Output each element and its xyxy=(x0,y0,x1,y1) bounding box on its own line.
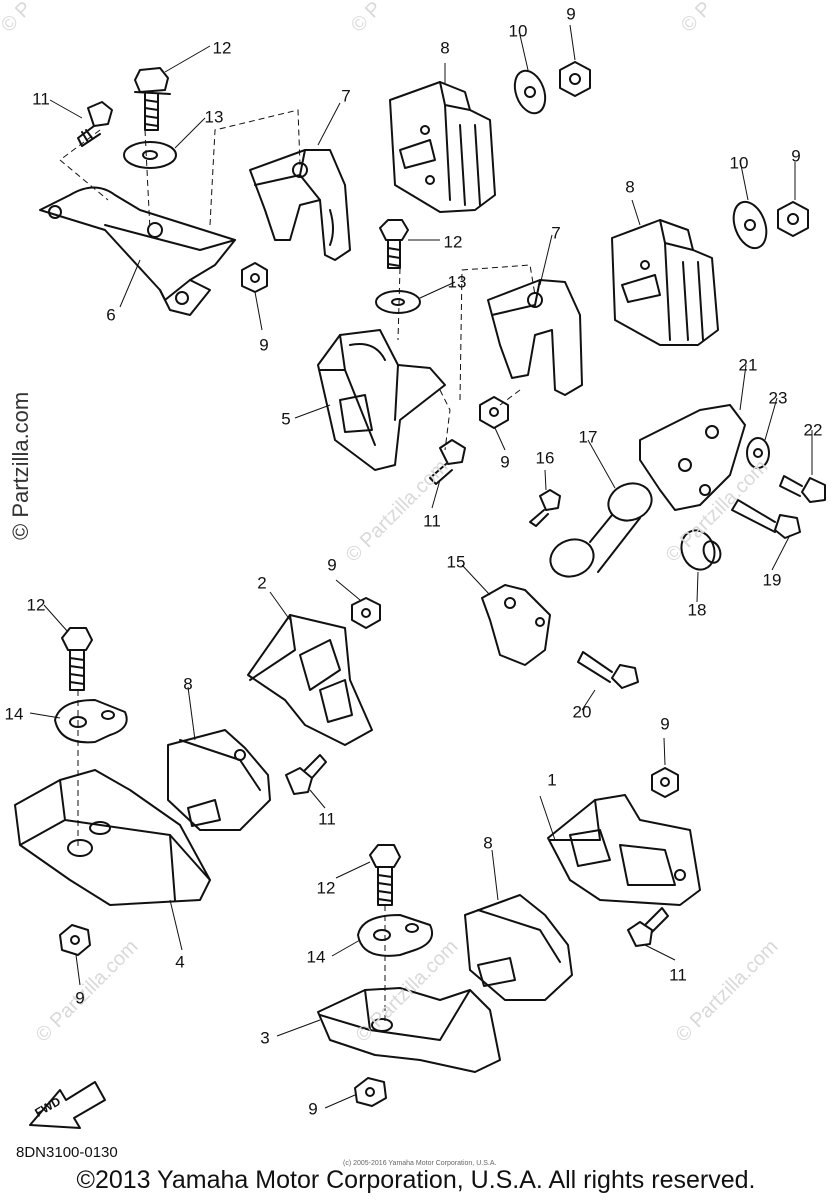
callout-14-left[interactable]: 14 xyxy=(4,704,24,724)
callout-9-left[interactable]: 9 xyxy=(259,335,269,355)
fine-print: (c) 2005-2016 Yamaha Motor Corporation, … xyxy=(343,1160,497,1167)
bracket-7-mid xyxy=(487,279,583,396)
callout-2[interactable]: 2 xyxy=(257,573,267,593)
bolt-22 xyxy=(779,475,826,503)
callout-8-top[interactable]: 8 xyxy=(440,38,450,58)
bracket-15 xyxy=(481,584,551,666)
bracket-1 xyxy=(547,794,701,906)
plate-21 xyxy=(639,404,746,511)
bolt-12-mid xyxy=(379,219,409,269)
copyright-notice: ©2013 Yamaha Motor Corporation, U.S.A. A… xyxy=(76,1166,756,1194)
callout-11-center[interactable]: 11 xyxy=(423,511,441,531)
washer-10-mid xyxy=(732,200,768,250)
callout-9-top[interactable]: 9 xyxy=(566,4,576,24)
callout-8-lower-left[interactable]: 8 xyxy=(183,674,193,694)
callout-12-top[interactable]: 12 xyxy=(212,38,232,58)
mount-8-mid xyxy=(611,219,719,346)
bolt-12-lower-right xyxy=(369,844,401,906)
mount-8-lower-right xyxy=(464,894,573,1001)
leader-lines xyxy=(29,24,813,1109)
callout-3[interactable]: 3 xyxy=(260,1028,270,1048)
bracket-5 xyxy=(317,329,446,471)
callout-12-mid[interactable]: 12 xyxy=(443,232,463,252)
callout-9-lower-right[interactable]: 9 xyxy=(660,714,670,734)
plate-14-left xyxy=(54,699,128,744)
bolt-11-lower xyxy=(285,754,327,795)
callout-1[interactable]: 1 xyxy=(547,770,557,790)
nut-9-lower xyxy=(351,597,381,629)
side-watermark: © Partzilla.com xyxy=(8,391,33,540)
bracket-2 xyxy=(247,614,373,746)
callout-17[interactable]: 17 xyxy=(578,427,598,447)
nut-9-top xyxy=(559,61,591,97)
callout-18[interactable]: 18 xyxy=(687,600,707,620)
nut-9-mid xyxy=(777,201,809,237)
nut-9-center xyxy=(479,396,509,429)
callout-9-bottom[interactable]: 9 xyxy=(308,1099,318,1119)
callout-11-top[interactable]: 11 xyxy=(32,89,50,109)
callout-8-mid[interactable]: 8 xyxy=(625,177,635,197)
callout-13-mid[interactable]: 13 xyxy=(447,272,467,292)
nut-9-bottom xyxy=(354,1077,387,1107)
callout-6[interactable]: 6 xyxy=(106,305,116,325)
bolt-16 xyxy=(529,489,561,527)
bolt-20 xyxy=(577,651,639,689)
washer-10-top xyxy=(513,69,547,115)
callout-7-top[interactable]: 7 xyxy=(341,86,351,106)
plate-14-lower-right xyxy=(357,914,434,957)
nut-9-left xyxy=(241,262,268,293)
callout-7-mid[interactable]: 7 xyxy=(551,223,561,243)
callout-15[interactable]: 15 xyxy=(446,552,466,572)
fwd-arrow-icon xyxy=(29,1081,106,1129)
callout-10-top[interactable]: 10 xyxy=(508,21,528,41)
washer-13-top xyxy=(123,141,177,169)
nut-9-lower-left xyxy=(59,924,91,956)
mount-8-top xyxy=(389,81,496,213)
callout-12-left[interactable]: 12 xyxy=(26,595,46,615)
bolt-12-left xyxy=(61,627,93,691)
diagram-code: 8DN3100-0130 xyxy=(16,1144,118,1161)
callout-20[interactable]: 20 xyxy=(572,702,592,722)
callout-11-lower-right[interactable]: 11 xyxy=(669,965,687,985)
bolt-11-lower-right xyxy=(627,907,669,947)
bolt-12-top xyxy=(134,67,171,131)
callout-9-lower[interactable]: 9 xyxy=(327,555,337,575)
bracket-3 xyxy=(317,987,501,1073)
link-17 xyxy=(549,482,653,578)
callout-4[interactable]: 4 xyxy=(175,952,185,972)
callout-11-lower[interactable]: 11 xyxy=(318,809,336,829)
callout-23[interactable]: 23 xyxy=(768,388,788,408)
callout-13-top[interactable]: 13 xyxy=(204,107,224,127)
callout-9-center[interactable]: 9 xyxy=(500,452,510,472)
nut-9-lower-right xyxy=(651,767,679,798)
callout-10-mid[interactable]: 10 xyxy=(729,153,749,173)
callout-19[interactable]: 19 xyxy=(762,570,782,590)
callout-22[interactable]: 22 xyxy=(803,420,823,440)
bracket-6 xyxy=(39,186,236,316)
bracket-4 xyxy=(14,769,211,906)
bolt-11-top xyxy=(77,101,113,147)
washer-13-mid xyxy=(375,290,421,314)
callout-8-lower-right[interactable]: 8 xyxy=(483,833,493,853)
callout-9-mid[interactable]: 9 xyxy=(791,146,801,166)
bolt-11-center xyxy=(429,439,466,485)
callout-21[interactable]: 21 xyxy=(738,355,758,375)
bolt-19 xyxy=(731,499,801,539)
callout-12-lower-right[interactable]: 12 xyxy=(316,878,336,898)
mount-8-lower-left xyxy=(167,729,271,831)
bushing-18 xyxy=(680,529,722,571)
assembly-lines xyxy=(59,109,536,1025)
washer-23 xyxy=(746,437,770,469)
callout-5[interactable]: 5 xyxy=(281,409,291,429)
callout-14-lower-right[interactable]: 14 xyxy=(306,947,326,967)
bracket-7-top xyxy=(249,149,351,261)
callout-9-lower-left[interactable]: 9 xyxy=(75,988,85,1008)
callout-16[interactable]: 16 xyxy=(535,448,555,468)
